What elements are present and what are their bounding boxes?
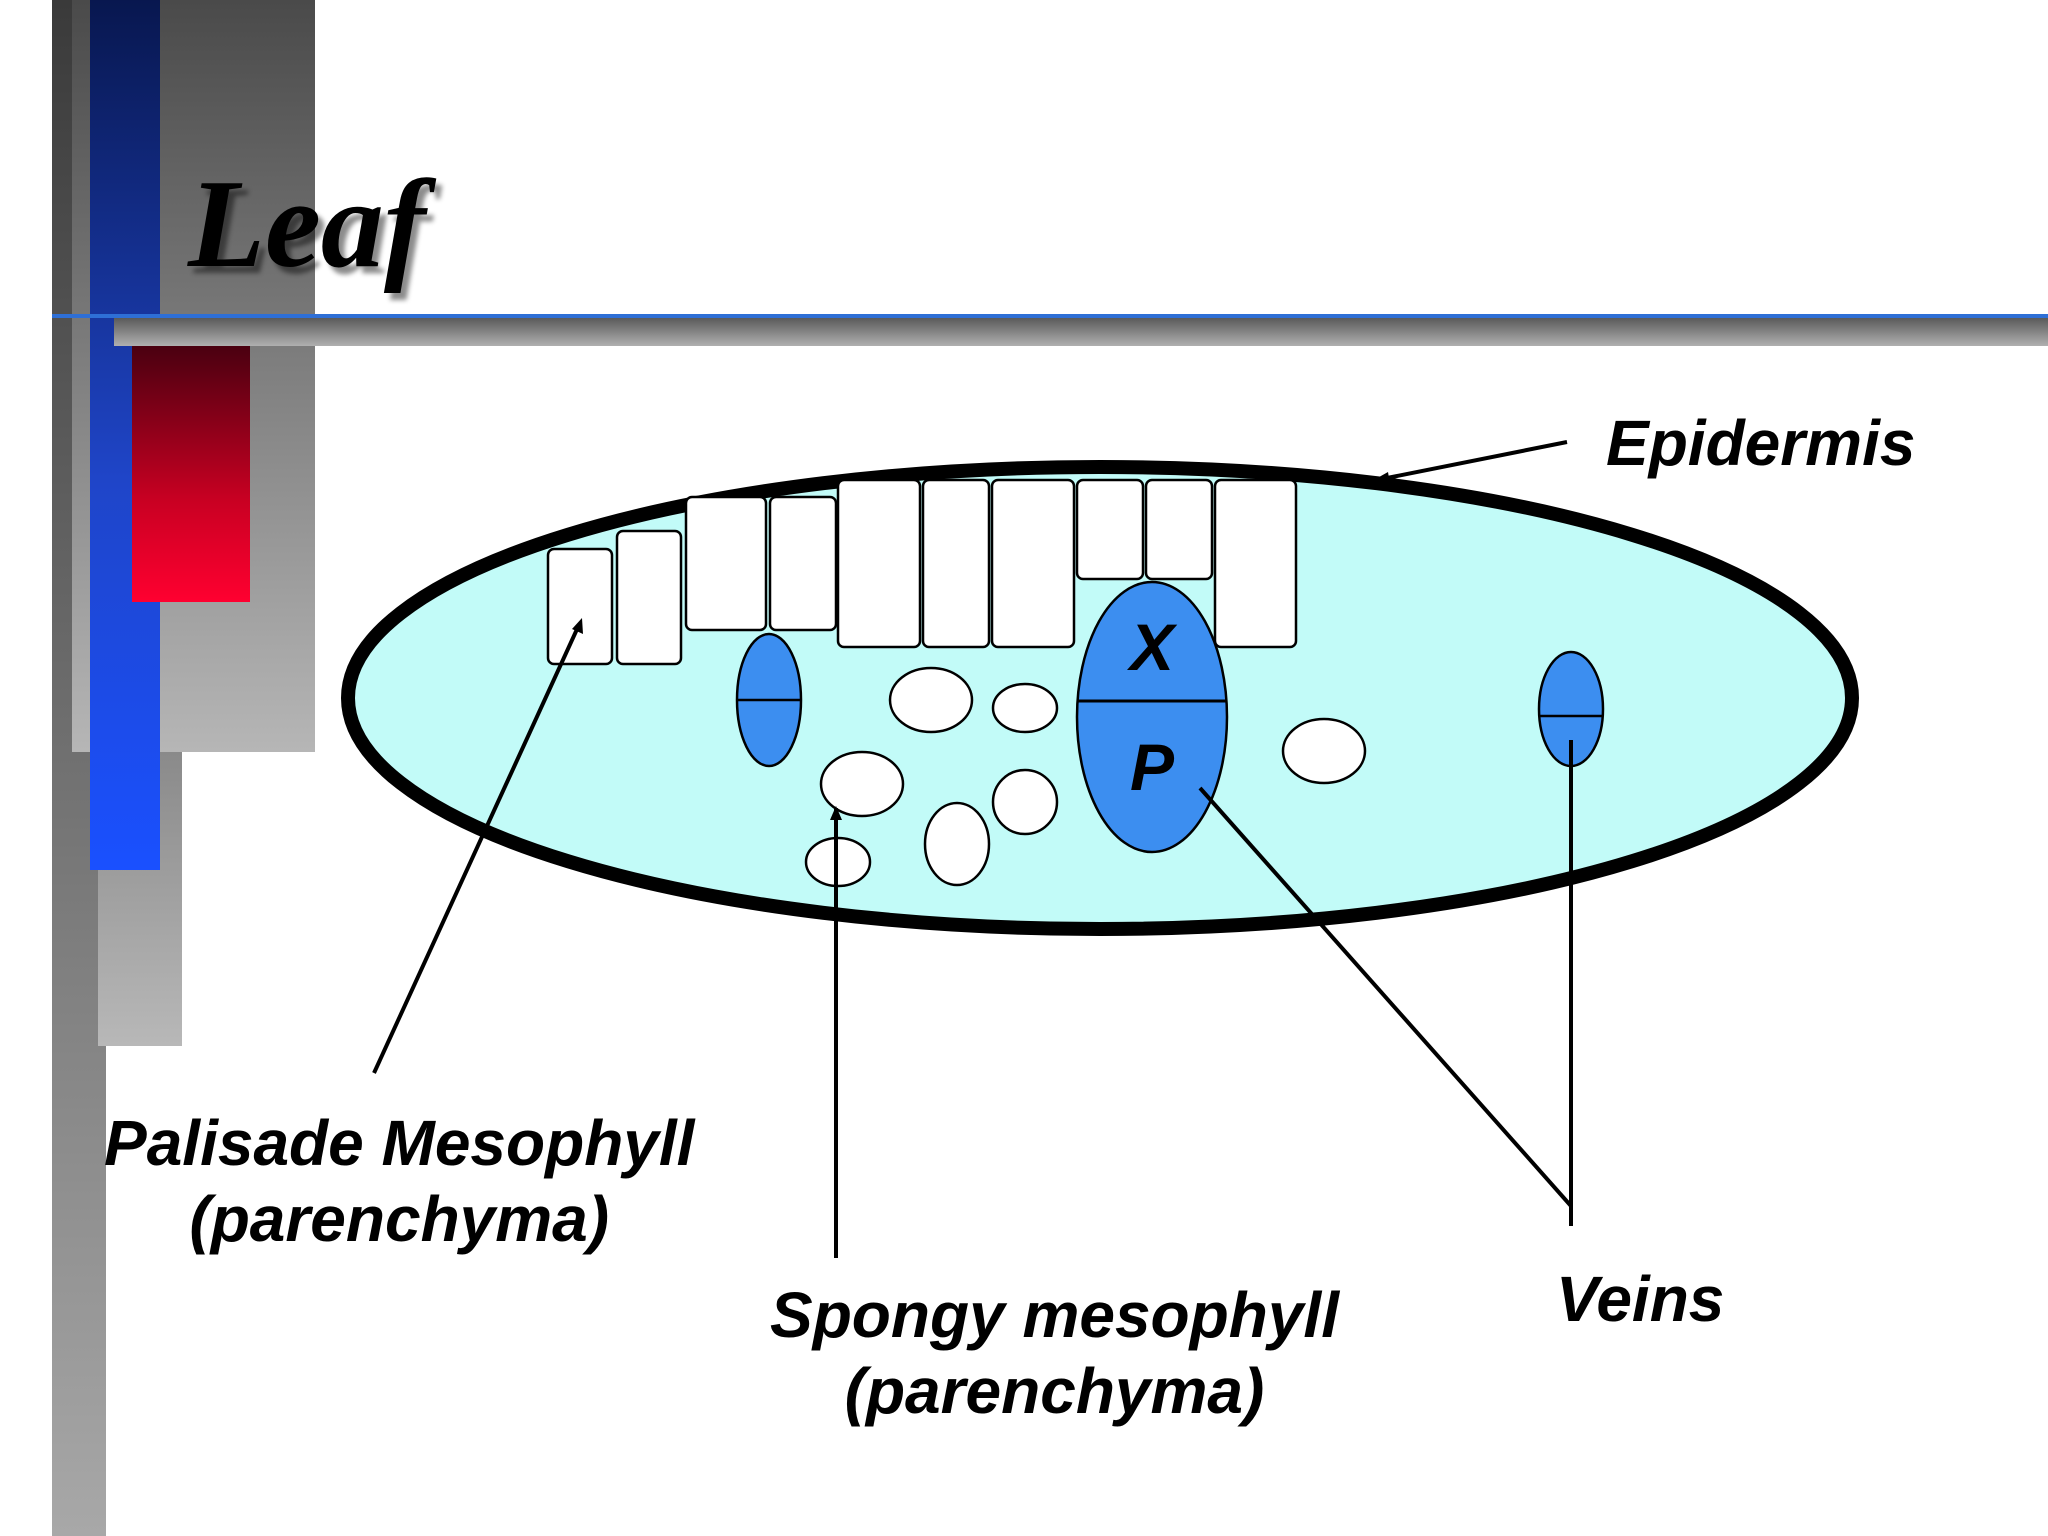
veins-leader-large: [1198, 786, 1573, 1208]
palisade-cell: [1075, 478, 1145, 581]
spongy-cell: [1281, 717, 1367, 785]
phloem-label: P: [1130, 730, 1175, 804]
arrowhead: [830, 806, 842, 820]
palisade-leader: [372, 626, 580, 1074]
palisade-cell: [921, 478, 991, 649]
title-rule-blue: [52, 314, 2048, 318]
palisade-cell: [836, 478, 922, 649]
palisade-cell: [546, 547, 614, 666]
vein-large: [1075, 580, 1229, 854]
spongy-cell: [991, 682, 1059, 734]
spongy-cell: [991, 768, 1059, 836]
spongy-cells: [804, 666, 1367, 888]
leader-lines: [372, 440, 1573, 1258]
arrowhead: [572, 618, 583, 634]
palisade-label-line2: (parenchyma): [189, 1182, 610, 1255]
slide-title: Leaf: [188, 155, 426, 294]
palisade-cell: [615, 529, 683, 666]
spongy-cell: [888, 666, 974, 734]
spongy-label-line2: (parenchyma): [844, 1354, 1265, 1427]
palisade-cell: [1144, 478, 1214, 581]
spongy-cell: [923, 801, 991, 887]
xylem-label: X: [1126, 610, 1178, 684]
epidermis-label: Epidermis: [1606, 407, 1916, 479]
palisade-label-line1: Palisade Mesophyll: [104, 1107, 695, 1179]
spongy-label-line1: Spongy mesophyll: [770, 1279, 1339, 1351]
palisade-cell: [684, 495, 768, 632]
veins: [735, 580, 1605, 854]
spongy-cell: [819, 750, 905, 818]
palisade-mesophyll-label: Palisade Mesophyll (parenchyma): [104, 1106, 694, 1257]
spongy-mesophyll-label: Spongy mesophyll (parenchyma): [770, 1278, 1339, 1429]
red-block: [132, 346, 250, 602]
palisade-cell: [1213, 478, 1298, 649]
palisade-cell: [990, 478, 1076, 649]
palisade-cell: [768, 495, 838, 632]
veins-label: Veins: [1556, 1263, 1725, 1335]
epidermis-leader: [1371, 440, 1568, 483]
palisade-cells: [546, 478, 1298, 666]
arrowhead: [1372, 472, 1390, 484]
leaf-diagram: X P: [341, 460, 1859, 936]
title-rule-gray: [114, 318, 2048, 346]
decorative-bars: [52, 0, 2048, 1536]
